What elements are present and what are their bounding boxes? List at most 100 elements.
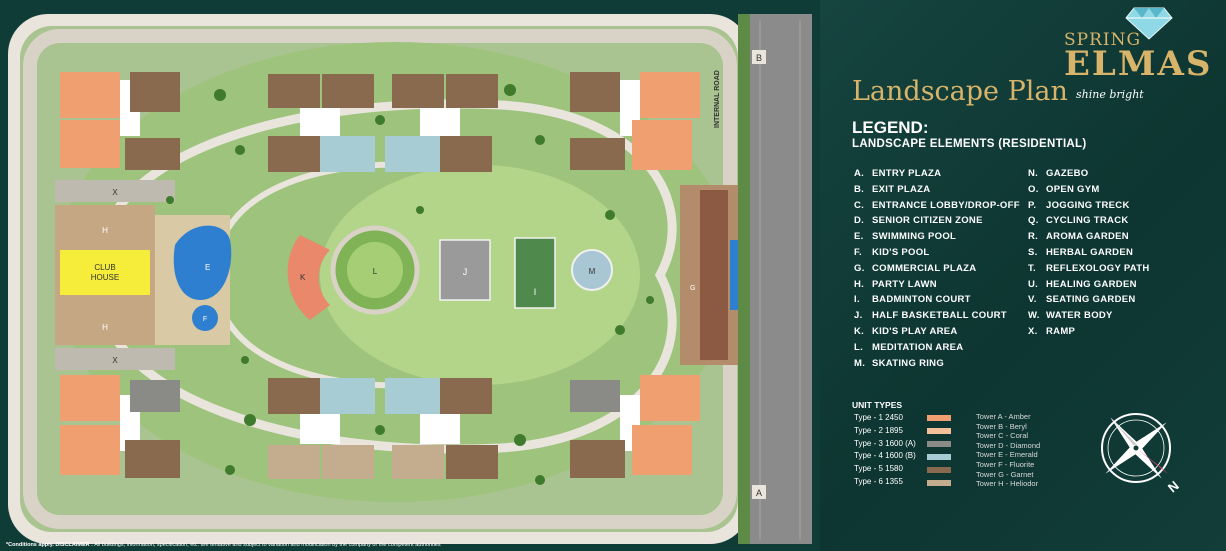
unit-type-item: Type - 5 1580 [854,464,903,474]
unit-type-item: Type - 1 2450 [854,413,903,422]
svg-text:H: H [102,226,108,235]
legend-subtitle: LANDSCAPE ELEMENTS (RESIDENTIAL) [852,138,1087,150]
svg-text:E: E [205,263,210,272]
legend-item: C.ENTRANCE LOBBY/DROP-OFF [854,199,1020,211]
kids-pool [192,305,218,331]
club-house [60,250,150,295]
jogging-track [90,99,677,454]
compass-icon: N [1101,413,1182,496]
legend-item: Q.CYCLING TRACK [1028,215,1129,227]
tower-list: Tower A - Amber Tower B - Beryl Tower C … [976,412,1040,489]
tower-bottom-left [60,375,180,478]
svg-text:L: L [373,267,378,276]
tower-item: Tower D - Diamond [976,440,1041,450]
legend-item: S.HERBAL GARDEN [1028,246,1134,258]
unit-types-list: Type - 1 2450 Type - 2 1895 Type - 3 160… [854,412,916,489]
legend-item: P.JOGGING TRECK [1028,199,1130,211]
tower-item: Tower B - Beryl [976,421,1027,431]
legend-item: G.COMMERCIAL PLAZA [854,262,977,274]
legend-item: D.SENIOR CITIZEN ZONE [854,215,983,227]
legend-item: R.AROMA GARDEN [1028,231,1129,243]
svg-text:X: X [112,356,118,365]
unit-type-item: Type - 4 1600 (B) [854,451,916,461]
svg-text:F: F [203,316,207,323]
legend-item: A.ENTRY PLAZA [854,168,942,179]
half-basketball-court [439,239,491,301]
tower-item: Tower H - Heliodor [976,479,1039,489]
legend-item: W.WATER BODY [1028,310,1113,322]
tower-top-center [268,74,498,172]
unit-swatch [927,467,951,473]
unit-swatch [927,480,951,486]
tower-top-left [60,72,180,170]
svg-text:G: G [690,285,695,292]
kids-play-area [287,235,330,320]
tower-bottom-right [570,375,700,478]
legend-item: E.SWIMMING POOL [854,231,957,243]
legend-item: B.EXIT PLAZA [854,183,931,195]
svg-text:H: H [102,323,108,332]
outer-road [750,14,812,544]
svg-text:B: B [756,53,762,63]
legend-item: O.OPEN GYM [1028,183,1100,195]
unit-swatch [927,441,951,447]
svg-text:A: A [756,488,762,498]
tower-item: Tower C - Coral [976,431,1029,441]
club-house-label-1: CLUB [94,263,115,272]
compass-north-label: N [1165,478,1182,496]
unit-types-title: UNIT TYPES [852,400,903,410]
disclaimer: *Conditions apply. DISCLAIMER : All buil… [6,542,441,548]
water-body [730,240,738,310]
brand-tagline: shine bright [1076,88,1144,101]
unit-type-item: Type - 3 1600 (A) [854,438,916,448]
legend-item: H.PARTY LAWN [854,278,937,290]
exit-plaza-marker [752,50,766,64]
swimming-pool [173,225,232,300]
skating-ring [571,249,613,291]
legend-item: X.RAMP [1028,325,1076,337]
legend-item: L.MEDITATION AREA [854,341,964,353]
brand-line2: ELMAS [1064,44,1213,84]
site-plan-map: B A INTERNAL ROAD J I L K M CLUB HOUSE H… [8,14,812,544]
svg-text:J: J [463,267,468,277]
svg-text:X: X [112,188,118,197]
tower-top-right [570,72,700,170]
entry-plaza-marker [752,485,766,499]
legend-item: N.GAZEBO [1028,168,1089,179]
club-house-label-2: HOUSE [91,273,119,282]
tower-item: Tower G - Garnet [976,469,1034,479]
tower-item: Tower A - Amber [976,412,1031,421]
legend-item: K.KID'S PLAY AREA [854,325,958,337]
unit-type-item: Type - 2 1895 [854,425,903,435]
legend-item: T.REFLEXOLOGY PATH [1028,262,1150,274]
unit-swatch [927,415,951,421]
tower-item: Tower E - Emerald [976,450,1038,460]
diamond-icon [1125,7,1173,40]
page-title: Landscape Plan [852,76,1068,107]
trees [166,84,654,485]
ramp-bottom [55,348,175,370]
internal-road-label: INTERNAL ROAD [714,70,721,128]
brand-line1: SPRING [1064,30,1142,50]
tower-bottom-center [268,378,498,479]
legend-panel [820,0,1226,551]
tower-item: Tower F - Fluorite [976,459,1035,469]
legend-item: U.HEALING GARDEN [1028,278,1137,290]
legend-item: M.SKATING RING [854,357,945,369]
unit-swatch [927,454,951,460]
legend-item: I.BADMINTON COURT [854,294,971,306]
badminton-court [514,237,556,309]
ramp-top [55,180,175,202]
legend-list-left: A.ENTRY PLAZA B.EXIT PLAZA C.ENTRANCE LO… [854,166,1020,371]
unit-type-item: Type - 6 1355 [854,476,903,486]
svg-text:I: I [534,287,537,297]
legend-title: LEGEND: [852,118,929,137]
brand-logo: SPRING ELMAS shine bright [1064,30,1214,101]
legend-item: V.SEATING GARDEN [1028,294,1136,306]
unit-swatch [927,428,951,434]
svg-text:K: K [300,273,306,282]
legend-item: F.KID'S POOL [854,246,930,258]
legend-item: J.HALF BASKETBALL COURT [854,310,1007,322]
legend-list-right: N.GAZEBO O.OPEN GYM P.JOGGING TRECK Q.CY… [1028,166,1150,340]
svg-text:M: M [589,267,596,276]
